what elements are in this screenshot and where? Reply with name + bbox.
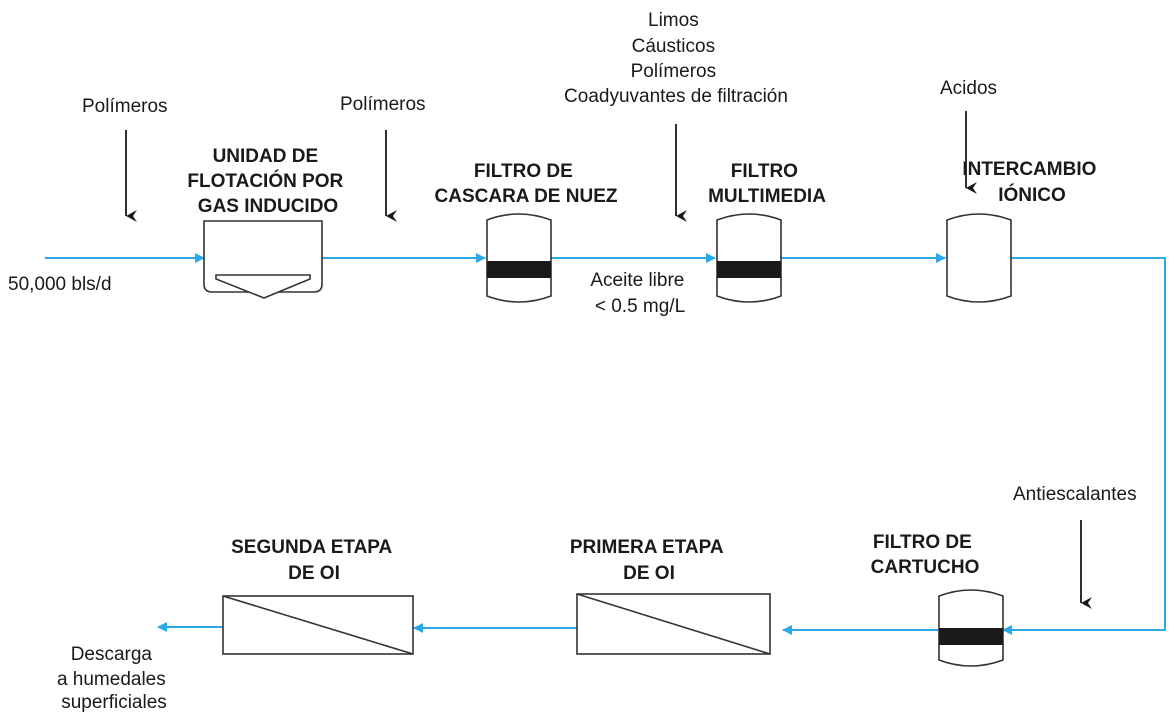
ro-stage-2-membrane [222, 595, 414, 655]
antiscalants-label: Antiescalantes [1013, 484, 1137, 505]
ion-exchange-vessel [946, 213, 1012, 303]
ion-exchange-title: INTERCAMBIO IÓNICO [962, 159, 1101, 206]
nutshell-filter-title: FILTRO DE CASCARA DE NUEZ [435, 161, 618, 207]
nutshell-filter-vessel [486, 213, 552, 303]
cartridge-filter-vessel [938, 589, 1004, 667]
polymers-2-label: Polímeros [340, 94, 426, 115]
polymers-1-label: Polímeros [82, 96, 168, 117]
multimedia-filter-title: FILTRO MULTIMEDIA [708, 161, 826, 207]
multimedia-filter-vessel [716, 213, 782, 303]
free-oil-note: Aceite libre < 0.5 mg/L [590, 270, 689, 317]
ro-stage-1-title: PRIMERA ETAPA DE OI [570, 537, 728, 584]
additives-label: Limos Cáusticos Polímeros Coadyuvantes d… [564, 10, 788, 107]
nutshell-filter-media-band [487, 261, 551, 278]
discharge-label: Descarga a humedales superficiales [57, 644, 171, 712]
flotation-unit [203, 220, 323, 299]
ro-stage-2-title: SEGUNDA ETAPA DE OI [231, 537, 397, 584]
cartridge-filter-media-band [939, 628, 1003, 645]
inlet-flow-label: 50,000 bls/d [8, 274, 112, 295]
acids-label: Acidos [940, 78, 997, 99]
ion-exchange-to-cartridge-line [1002, 257, 1166, 635]
ro-stage-1-membrane [576, 593, 771, 655]
multimedia-filter-media-band [717, 261, 781, 278]
flotation-unit-title: UNIDAD DE FLOTACIÓN POR GAS INDUCIDO [187, 146, 348, 217]
cartridge-filter-title: FILTRO DE CARTUCHO [871, 532, 980, 578]
